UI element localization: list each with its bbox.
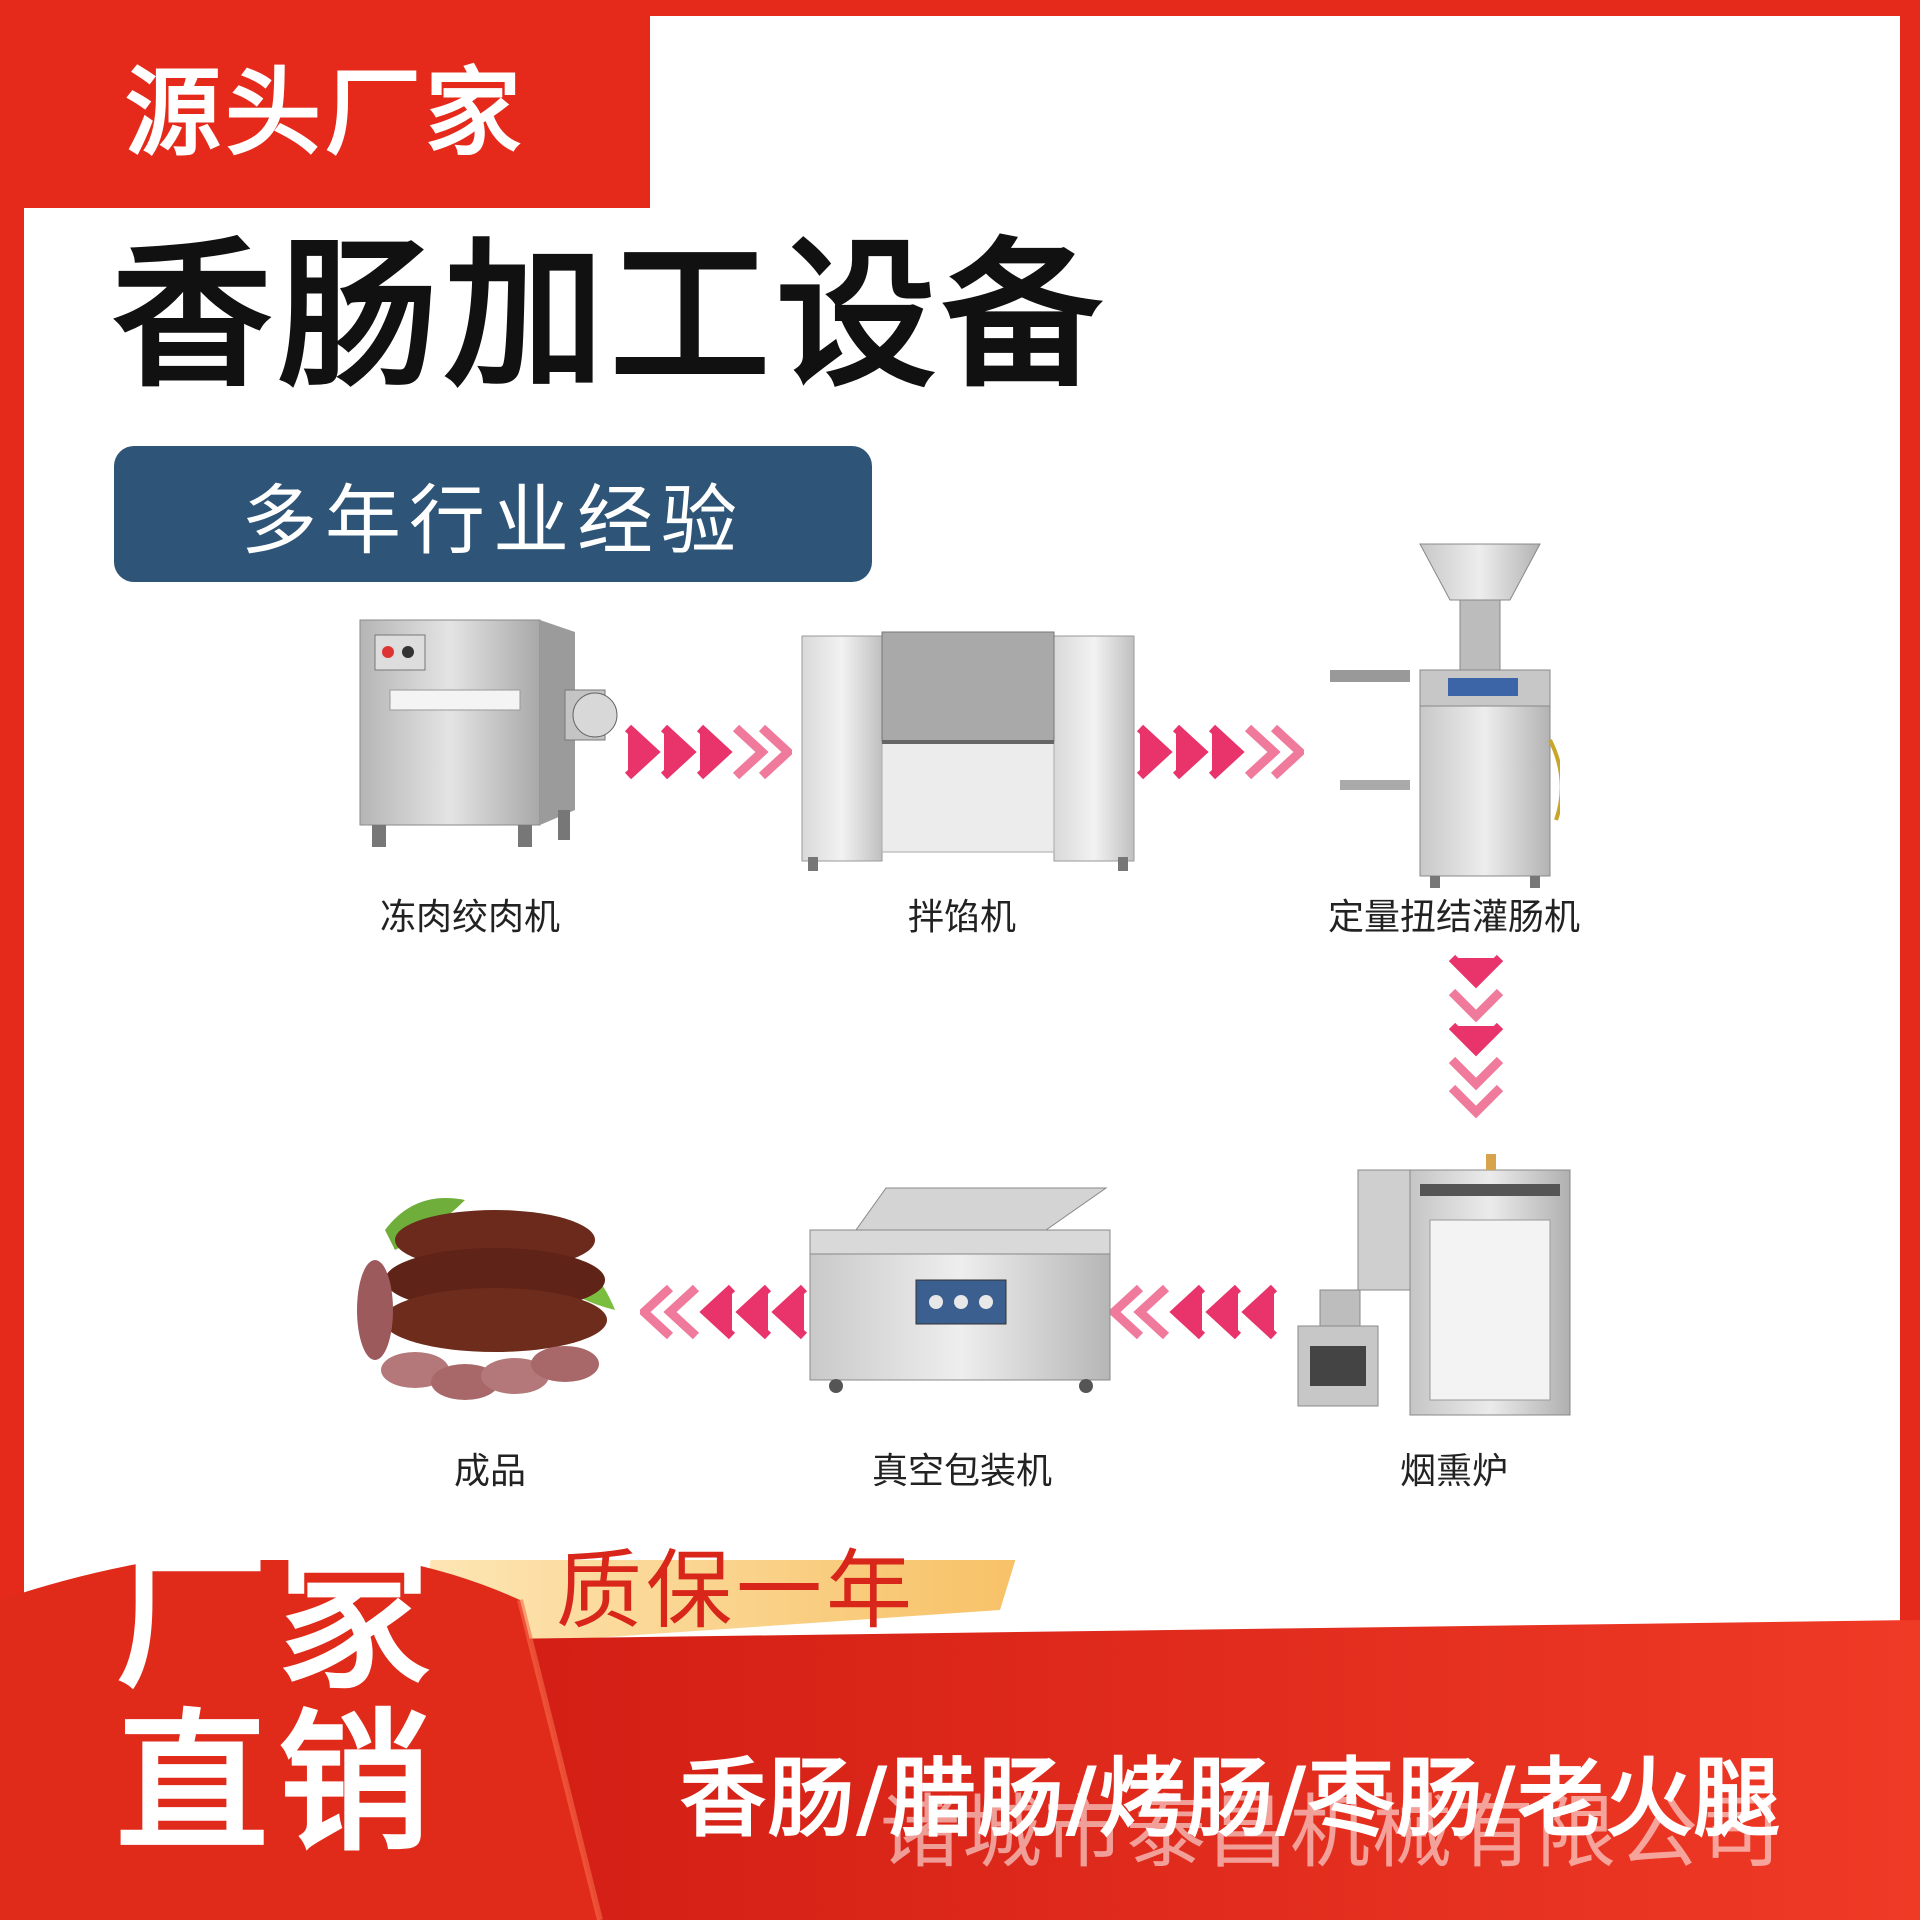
sausage-filler-icon bbox=[1320, 540, 1560, 890]
flow-arrow-down-icon bbox=[1448, 952, 1504, 1118]
page-title: 香肠加工设备 bbox=[112, 222, 1109, 409]
step-label: 定量扭结灌肠机 bbox=[1327, 897, 1581, 938]
flow-arrow-right-icon bbox=[622, 722, 792, 782]
step-label: 烟熏炉 bbox=[1399, 1451, 1509, 1492]
promo-band bbox=[0, 1560, 1920, 1920]
step-label: 真空包装机 bbox=[871, 1451, 1053, 1492]
vacuum-packer-icon bbox=[806, 1180, 1116, 1395]
sausage-product-icon bbox=[355, 1170, 635, 1410]
flow-arrow-right-icon bbox=[1134, 722, 1304, 782]
step-label: 成品 bbox=[453, 1451, 527, 1492]
company-watermark: 诸城市泰昌机械有限公司 bbox=[880, 1786, 1782, 1879]
flow-arrow-left-icon bbox=[1110, 1282, 1280, 1342]
factory-direct-line1: 厂家 bbox=[116, 1533, 440, 1710]
meat-grinder-icon bbox=[350, 610, 620, 850]
product-list: 香肠/腊肠/烤肠/枣肠/老火腿 bbox=[680, 1749, 1782, 1849]
step-label: 冻肉绞肉机 bbox=[379, 897, 561, 938]
source-factory-badge: 源头厂家 bbox=[0, 0, 650, 208]
step-label: 拌馅机 bbox=[907, 897, 1017, 938]
factory-direct-line2: 直销 bbox=[116, 1695, 440, 1872]
experience-banner: 多年行业经验 bbox=[114, 446, 872, 582]
mixer-icon bbox=[798, 622, 1138, 872]
flow-arrow-left-icon bbox=[640, 1282, 810, 1342]
warranty-label: 质保一年 bbox=[556, 1541, 916, 1641]
smokehouse-icon bbox=[1290, 1150, 1580, 1425]
